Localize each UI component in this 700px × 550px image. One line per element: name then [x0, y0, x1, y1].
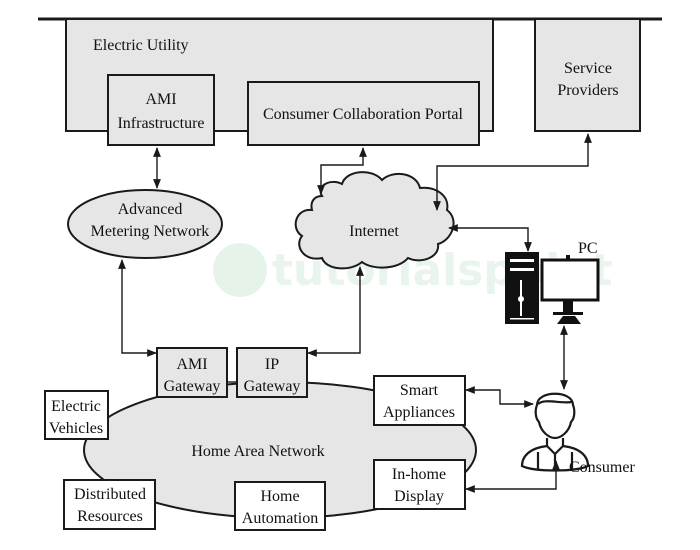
connector-internet-ip-gateway [307, 266, 364, 357]
service-providers-label-1: Service [564, 60, 612, 77]
consumer-portal-label: Consumer Collaboration Portal [263, 106, 464, 123]
person-icon [520, 392, 590, 472]
connector-internet-pc [448, 224, 532, 252]
electric-vehicles-label-2: Vehicles [49, 420, 103, 437]
ami-infrastructure-label-2: Infrastructure [117, 115, 204, 132]
service-providers-group: Service Providers [534, 18, 641, 132]
advanced-metering-network: Advanced Metering Network [67, 189, 223, 259]
smart-appliances-label-2: Appliances [383, 404, 455, 421]
home-automation-label-2: Automation [242, 510, 318, 527]
connector-service-internet [433, 133, 592, 211]
service-providers-label-2: Providers [557, 82, 618, 99]
consumer-label: Consumer [569, 459, 635, 476]
ip-gateway-label-1: IP [265, 356, 279, 373]
electric-vehicles-box [44, 390, 109, 440]
advanced-metering-network-label-2: Metering Network [91, 223, 210, 240]
distributed-resources-box [63, 479, 156, 530]
ami-infrastructure-box [107, 74, 215, 146]
ip-gateway-box [236, 347, 308, 398]
distributed-resources-label-2: Resources [77, 508, 143, 525]
ami-gateway-box [156, 347, 228, 398]
desktop-computer-icon [505, 252, 600, 324]
advanced-metering-network-ellipse [67, 189, 223, 259]
cloud-icon [294, 171, 455, 270]
in-home-display-label-1: In-home [392, 466, 446, 483]
smart-appliances-label-1: Smart [400, 382, 439, 399]
ip-gateway-label-2: Gateway [244, 378, 301, 395]
advanced-metering-network-label-1: Advanced [118, 201, 183, 218]
connector-consumer-smart-appliances [465, 386, 534, 408]
home-automation-label-1: Home [260, 488, 299, 505]
service-providers-box [534, 18, 641, 132]
ami-gateway-label-2: Gateway [164, 378, 221, 395]
electric-utility-label: Electric Utility [93, 37, 189, 54]
internet-label: Internet [349, 223, 399, 240]
watermark-logo-icon [213, 243, 267, 297]
in-home-display-label-2: Display [394, 488, 444, 505]
electric-vehicles-label-1: Electric [51, 398, 101, 415]
pc-group: PC [505, 240, 600, 324]
consumer-group: Consumer [520, 392, 635, 476]
in-home-display-box [373, 459, 466, 510]
home-area-network-label: Home Area Network [191, 443, 324, 460]
electric-utility-group: Electric Utility AMI Infrastructure Cons… [65, 18, 494, 146]
connector-consumer-in-home-display [465, 460, 560, 493]
connector-portal-internet [317, 147, 367, 195]
home-automation-box [234, 481, 326, 531]
connections [118, 133, 592, 493]
home-area-network-group: Home Area Network AMI Gateway IP Gateway… [44, 347, 477, 531]
smart-appliances-box [373, 375, 466, 426]
connector-amn-ami-gateway [118, 259, 157, 357]
internet-cloud: Internet [294, 171, 455, 270]
pc-label: PC [578, 240, 598, 257]
ami-gateway-label-1: AMI [176, 356, 207, 373]
ami-infrastructure-label-1: AMI [145, 91, 176, 108]
distributed-resources-label-1: Distributed [74, 486, 146, 503]
